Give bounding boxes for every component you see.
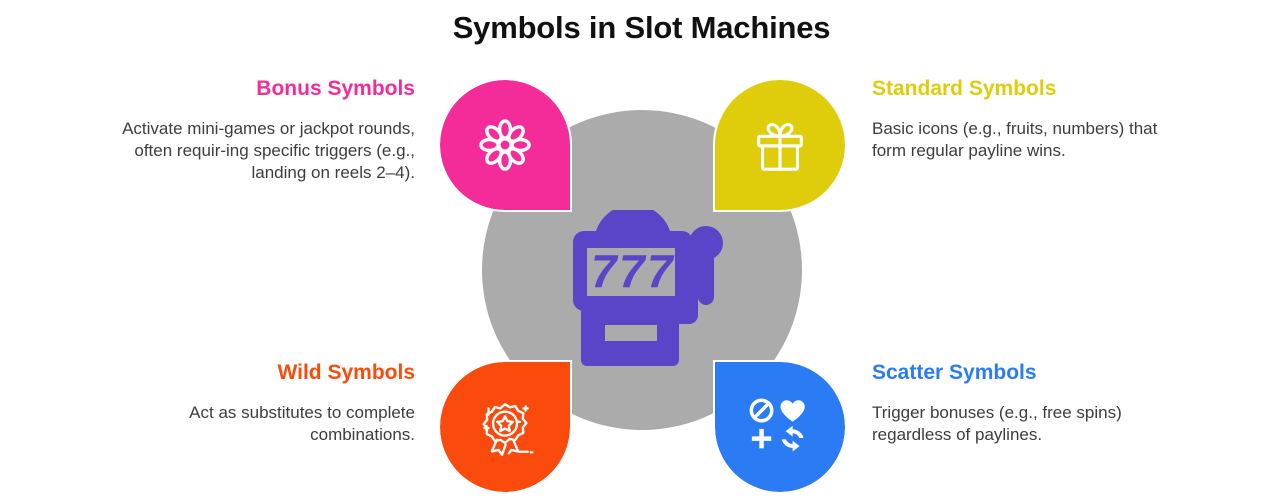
flower-icon [440, 80, 570, 210]
award-badge-star-icon [440, 362, 570, 492]
svg-text:7: 7 [591, 245, 619, 297]
gift-box-icon [715, 80, 845, 210]
slot-machine-icon: 7 7 7 [555, 204, 730, 375]
body-standard: Basic icons (e.g., fruits, numbers) that… [872, 119, 1158, 161]
scatter-multi-icon [715, 362, 845, 492]
text-block-scatter: Scatter Symbols Trigger bonuses (e.g., f… [872, 360, 1192, 446]
heading-bonus: Bonus Symbols [256, 77, 415, 100]
refresh-sync-icon [781, 425, 804, 452]
text-block-standard: Standard Symbols Basic icons (e.g., frui… [872, 76, 1192, 162]
quadrant-marker-scatter[interactable] [713, 360, 847, 494]
text-block-wild: Wild Symbols Act as substitutes to compl… [95, 360, 415, 446]
plus-icon [751, 428, 772, 449]
page-title: Symbols in Slot Machines [452, 10, 831, 45]
heading-scatter: Scatter Symbols [872, 361, 1037, 384]
body-bonus: Activate mini-games or jackpot rounds, o… [122, 119, 415, 183]
svg-text:7: 7 [619, 245, 647, 297]
quadrant-marker-wild[interactable] [438, 360, 572, 494]
heading-standard: Standard Symbols [872, 77, 1057, 100]
quadrant-marker-standard[interactable] [713, 78, 847, 212]
heart-icon [780, 400, 805, 422]
quadrant-marker-bonus[interactable] [438, 78, 572, 212]
text-block-bonus: Bonus Symbols Activate mini-games or jac… [95, 76, 415, 185]
svg-text:7: 7 [647, 245, 675, 297]
no-entry-icon [749, 398, 774, 423]
heading-wild: Wild Symbols [277, 361, 416, 384]
body-scatter: Trigger bonuses (e.g., free spins) regar… [872, 403, 1122, 445]
body-wild: Act as substitutes to complete combinati… [189, 403, 415, 445]
center-cluster: 7 7 7 [435, 62, 850, 500]
